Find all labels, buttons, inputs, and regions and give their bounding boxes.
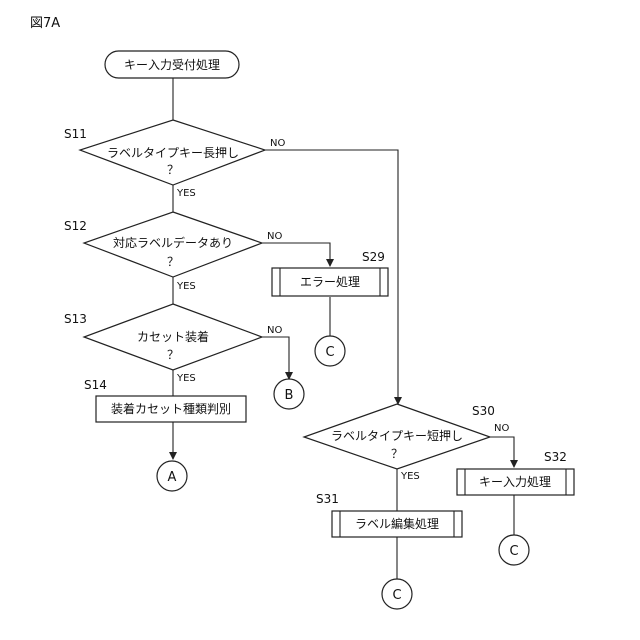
step-id: S14	[84, 378, 107, 392]
yes-label: YES	[176, 281, 196, 292]
connector-c-key: C	[499, 535, 529, 565]
no-label: NO	[494, 423, 509, 434]
decision-text: ラベルタイプキー短押し	[331, 429, 463, 443]
connector-label: C	[509, 544, 518, 559]
decision-question: ？	[167, 348, 179, 362]
step-id: S29	[362, 250, 385, 264]
decision-question: ？	[167, 163, 179, 177]
connector-a: A	[157, 461, 187, 491]
start-terminal: キー入力受付処理	[105, 51, 239, 78]
step-s11: S11 ラベルタイプキー長押し ？ YES NO	[64, 120, 285, 199]
step-s32: S32 キー入力処理	[457, 450, 574, 495]
connector-label: B	[285, 388, 294, 403]
yes-label: YES	[176, 373, 196, 384]
no-label: NO	[267, 231, 282, 242]
edge-s13-no	[262, 337, 289, 379]
yes-label: YES	[176, 188, 196, 199]
decision-question: ？	[391, 447, 403, 461]
decision-text: カセット装着	[137, 329, 209, 344]
step-id: S31	[316, 492, 339, 506]
connector-b: B	[274, 379, 304, 409]
edge-s30-no	[490, 437, 514, 467]
connector-label: C	[392, 588, 401, 603]
step-id: S30	[472, 404, 495, 418]
process-label: 装着カセット種類判別	[111, 401, 231, 416]
subroutine-label: キー入力処理	[479, 475, 551, 489]
connector-label: A	[168, 470, 177, 485]
step-id: S11	[64, 127, 87, 141]
subroutine-label: ラベル編集処理	[355, 516, 439, 531]
step-s14: S14 装着カセット種類判別	[84, 378, 246, 422]
yes-label: YES	[400, 471, 420, 482]
step-id: S12	[64, 219, 87, 233]
connector-c-edit: C	[382, 579, 412, 609]
subroutine-label: エラー処理	[300, 275, 360, 289]
edge-s12-no	[262, 243, 330, 266]
step-s31: S31 ラベル編集処理	[316, 492, 462, 537]
connector-c-error: C	[315, 336, 345, 366]
step-id: S32	[544, 450, 567, 464]
decision-question: ？	[167, 255, 179, 269]
no-label: NO	[270, 138, 285, 149]
connector-label: C	[325, 345, 334, 360]
decision-text: ラベルタイプキー長押し	[107, 146, 239, 160]
no-label: NO	[267, 325, 282, 336]
start-label: キー入力受付処理	[124, 58, 220, 72]
step-id: S13	[64, 312, 87, 326]
decision-text: 対応ラベルデータあり	[113, 235, 233, 250]
figure-label: 図7A	[30, 16, 60, 31]
